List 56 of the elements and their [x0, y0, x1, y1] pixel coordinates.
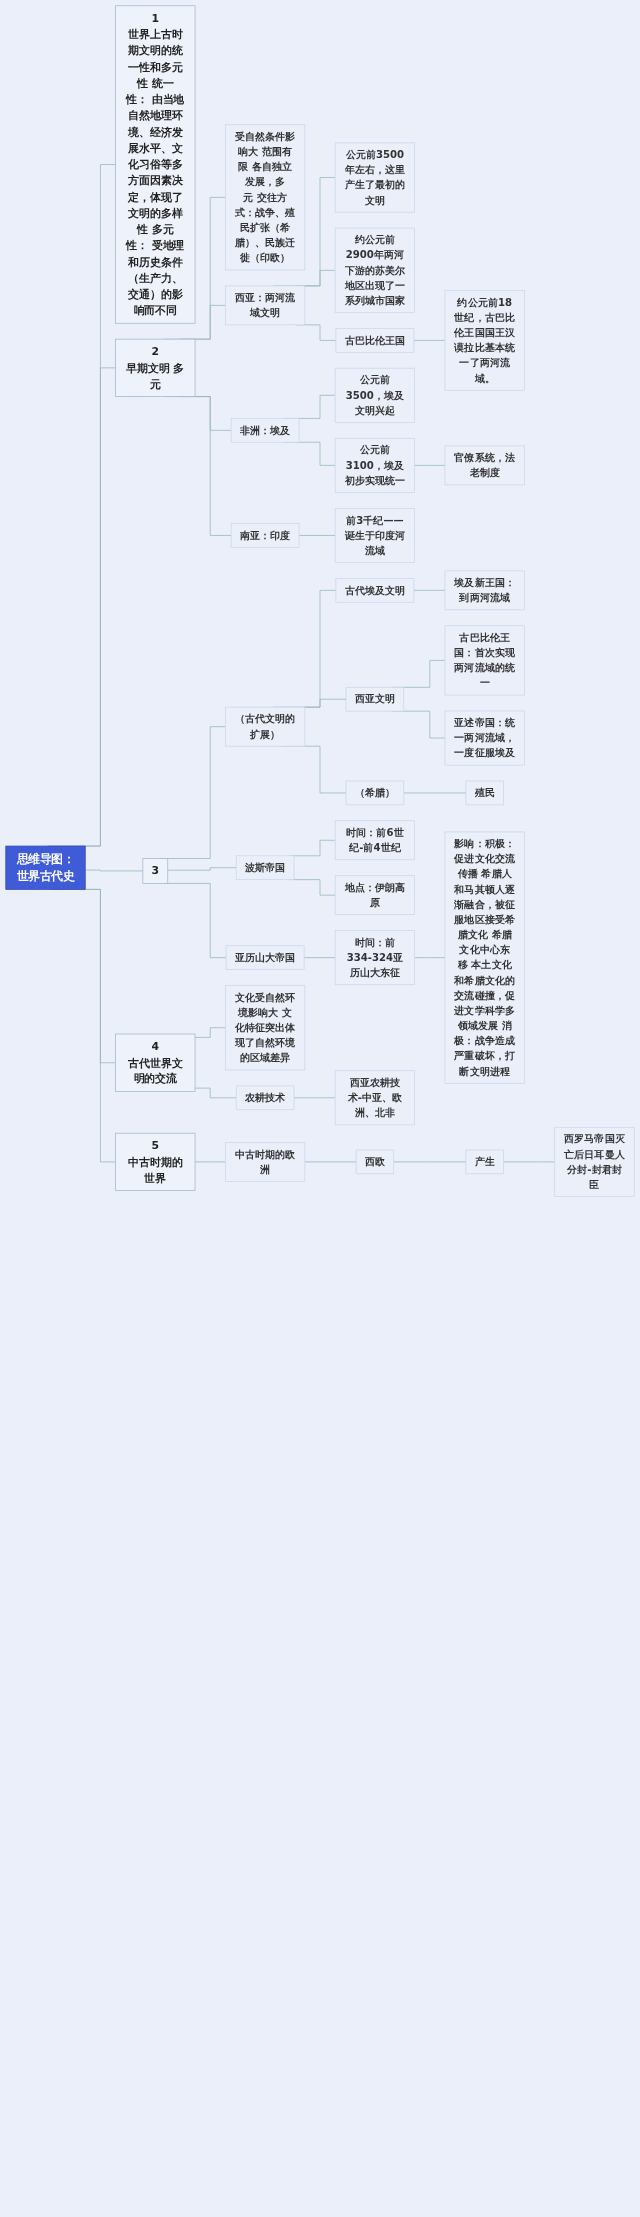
node-box: 5 中古时期的世界: [115, 1132, 196, 1191]
node-box: （希腊）: [345, 780, 405, 806]
connector: [304, 1161, 357, 1163]
connector: [503, 1161, 556, 1163]
node-box: 西亚文明: [345, 686, 405, 712]
node-box: 南亚：印度: [230, 523, 300, 548]
node-box: 时间：前334-324亚历山大东征: [334, 930, 415, 986]
connector: [194, 1027, 226, 1038]
node-box: 文化受自然环境影响大 文化特征突出体现了自然环境的区域差异: [225, 985, 306, 1071]
node-box: 产生: [465, 1149, 504, 1175]
node-box: 约公元前2900年两河下游的苏美尔地区出现了一系列城市国家: [334, 227, 415, 313]
node-box: 埃及新王国：到两河流域: [444, 570, 525, 611]
node-box: 古巴比伦王国：首次实现两河流域的统一: [444, 625, 525, 696]
node-box: 思维导图：世界古代史: [5, 845, 86, 890]
node-box: 受自然条件影响大 范围有限 各自独立发展，多元 交往方式：战争、殖民扩张（希腊）、民族迁徙（印欧）: [225, 124, 306, 271]
node-box: 前3千纪——诞生于印度河流域: [334, 508, 415, 563]
node-box: 亚历山大帝国: [225, 945, 305, 970]
node-box: 官僚系统，法老制度: [444, 445, 525, 486]
connector: [167, 867, 237, 871]
connector: [393, 1161, 467, 1163]
connector: [403, 792, 467, 794]
node-box: 农耕技术: [235, 1085, 295, 1111]
connector: [84, 869, 144, 872]
node-box: 4 古代世界文明的交流: [115, 1033, 196, 1092]
connector: [413, 340, 446, 341]
node-box: 西亚：两河流域文明: [225, 285, 306, 326]
connector: [303, 698, 347, 708]
connector: [293, 1097, 336, 1099]
node-box: 古代埃及文明: [335, 578, 415, 603]
node-box: 殖民: [465, 780, 504, 806]
node-box: 地点：伊朗高原: [334, 875, 415, 916]
node-box: 公元前3500年左右，这里产生了最初的文明: [334, 142, 415, 213]
connector: [414, 465, 446, 466]
node-box: 波斯帝国: [235, 855, 295, 880]
node-box: 中古时期的欧洲: [225, 1142, 306, 1182]
connector: [303, 957, 336, 958]
connector: [414, 957, 446, 958]
node-box: （古代文明的扩展）: [225, 706, 306, 747]
connector: [298, 535, 336, 536]
node-box: 影响：积极：促进文化交流传播 希腊人和马其顿人逐渐融合，被征服地区接受希腊文化 希腊文化中心东移 本土文化和希腊文化的交流碰撞，促进文学科学多领域发展 消极：战争造成严重破坏，打断文明进程: [444, 831, 525, 1084]
node-box: 古巴比伦王国: [335, 328, 415, 353]
node-box: 2 早期文明 多元: [115, 338, 196, 397]
node-box: 亚述帝国：统一两河流域，一度征服埃及: [444, 710, 525, 766]
connector: [194, 1087, 237, 1099]
node-box: 西欧: [355, 1149, 395, 1175]
node-box: 西罗马帝国灭亡后日耳曼人分封-封君封臣: [554, 1126, 635, 1197]
node-box: 1 世界上古时期文明的统一性和多元性 统一性： 由当地自然地理环境、经济发展水平、文化习俗等多方面因素决定，体现了文明的多样性 多元性： 受地理和历史条件（生产力、交通）的影响而不同: [115, 5, 196, 324]
node-box: 公元前3100，埃及初步实现统一: [334, 437, 415, 493]
node-box: 约公元前18世纪，古巴比伦王国国王汉谟拉比基本统一了两河流域。: [444, 290, 525, 391]
connector: [413, 590, 446, 591]
node-box: 3: [142, 858, 169, 884]
connector: [194, 1161, 226, 1163]
node-box: 西亚农耕技术-中亚、欧洲、北非: [334, 1070, 415, 1126]
node-box: 公元前3500，埃及文明兴起: [334, 367, 415, 423]
node-box: 时间：前6世纪-前4世纪: [334, 820, 415, 861]
node-box: 非洲：埃及: [230, 418, 300, 443]
